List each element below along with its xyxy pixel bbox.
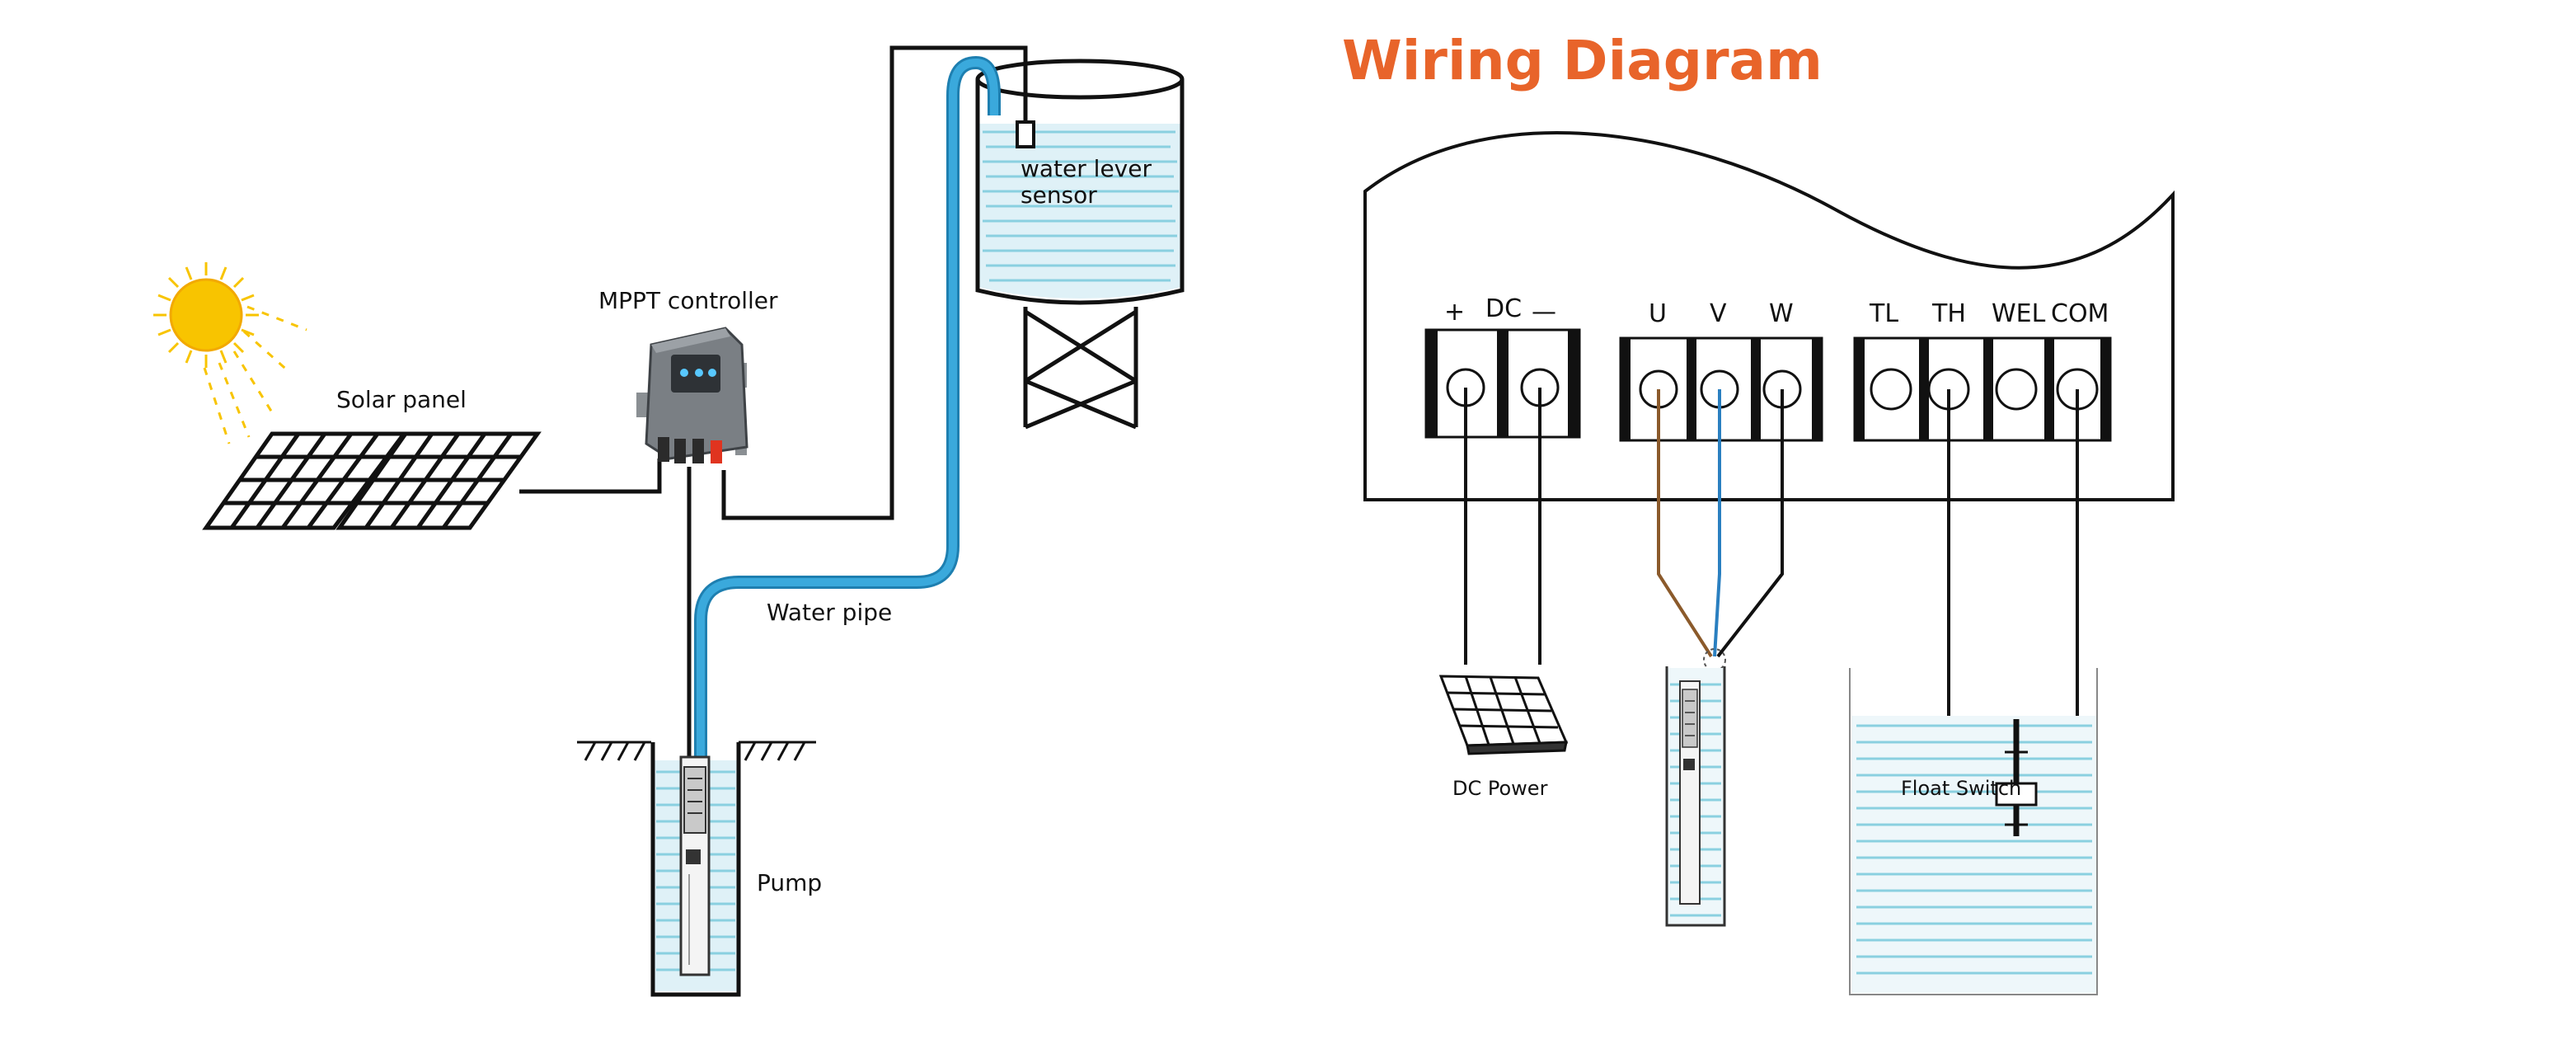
terminal-board: + DC — U V W TL — [1363, 131, 2175, 501]
terminal-com-label: COM — [2051, 299, 2109, 328]
sunbeams — [203, 305, 307, 444]
tank-water — [978, 124, 1182, 299]
small-well — [1665, 666, 1726, 927]
pump-icon — [679, 755, 711, 976]
terminal-v-label: V — [1710, 299, 1727, 328]
tank-top — [975, 59, 1185, 100]
controller-to-sensor-wire — [721, 45, 1028, 520]
sun-icon — [153, 262, 307, 444]
terminal-wel-label: WEL — [1992, 299, 2046, 328]
dc-power-panel-icon — [1438, 675, 1569, 755]
v-wire — [1713, 389, 1721, 657]
sun-disc — [169, 278, 243, 352]
dc-power-wires — [1464, 388, 1541, 665]
well-casing — [650, 742, 741, 997]
small-pump-icon — [1679, 680, 1701, 905]
controller-glands — [658, 437, 722, 463]
sensor-label-line1: water lever — [1021, 155, 1152, 182]
tank-body — [975, 79, 1185, 305]
terminal-w-label: W — [1769, 299, 1794, 328]
water-pipe — [694, 56, 1001, 767]
solar-panel-icon — [202, 431, 542, 530]
float-switch-label: Float Switch — [1901, 777, 2021, 800]
panel-to-controller-wire — [519, 459, 662, 494]
controller-bracket — [636, 393, 648, 417]
float-tank-water-lines — [1856, 724, 2092, 975]
solar-panel-label: Solar panel — [336, 386, 467, 413]
terminal-th-label: TH — [1931, 299, 1966, 328]
dc-minus-label: — — [1532, 298, 1556, 327]
board-outline — [1363, 131, 2175, 501]
well — [577, 741, 816, 997]
water-level-sensor-icon — [1016, 120, 1035, 148]
dc-power-label: DC Power — [1452, 777, 1548, 800]
float-switch-icon — [1995, 719, 2038, 836]
dc-plus-label: + — [1444, 298, 1465, 327]
tl-screw — [1870, 368, 1912, 411]
terminal-tl-label: TL — [1869, 299, 1898, 328]
water-tank — [975, 59, 1185, 430]
controller-label: MPPT controller — [598, 287, 778, 314]
float-tank — [1849, 668, 2098, 995]
system-wires — [519, 45, 1028, 760]
mppt-controller — [636, 327, 748, 463]
ground-hatch — [577, 741, 816, 761]
motor-wires — [1657, 389, 1784, 658]
pipe-label: Water pipe — [767, 599, 892, 626]
water-pipe-fill — [697, 59, 998, 767]
u-wire — [1657, 389, 1713, 658]
dc-label: DC — [1485, 294, 1522, 323]
wire-junction — [1703, 648, 1726, 671]
system-overview: Solar panel MPPT controller — [153, 45, 1185, 997]
diagram-title: Wiring Diagram — [1342, 29, 1823, 92]
w-wire — [1716, 389, 1784, 658]
wel-screw — [1995, 368, 2038, 411]
tank-stand — [1023, 307, 1138, 430]
pump-label: Pump — [757, 869, 822, 896]
terminal-u-label: U — [1649, 299, 1667, 328]
sensor-label-line2: sensor — [1021, 181, 1097, 209]
sun-rays — [153, 262, 259, 368]
